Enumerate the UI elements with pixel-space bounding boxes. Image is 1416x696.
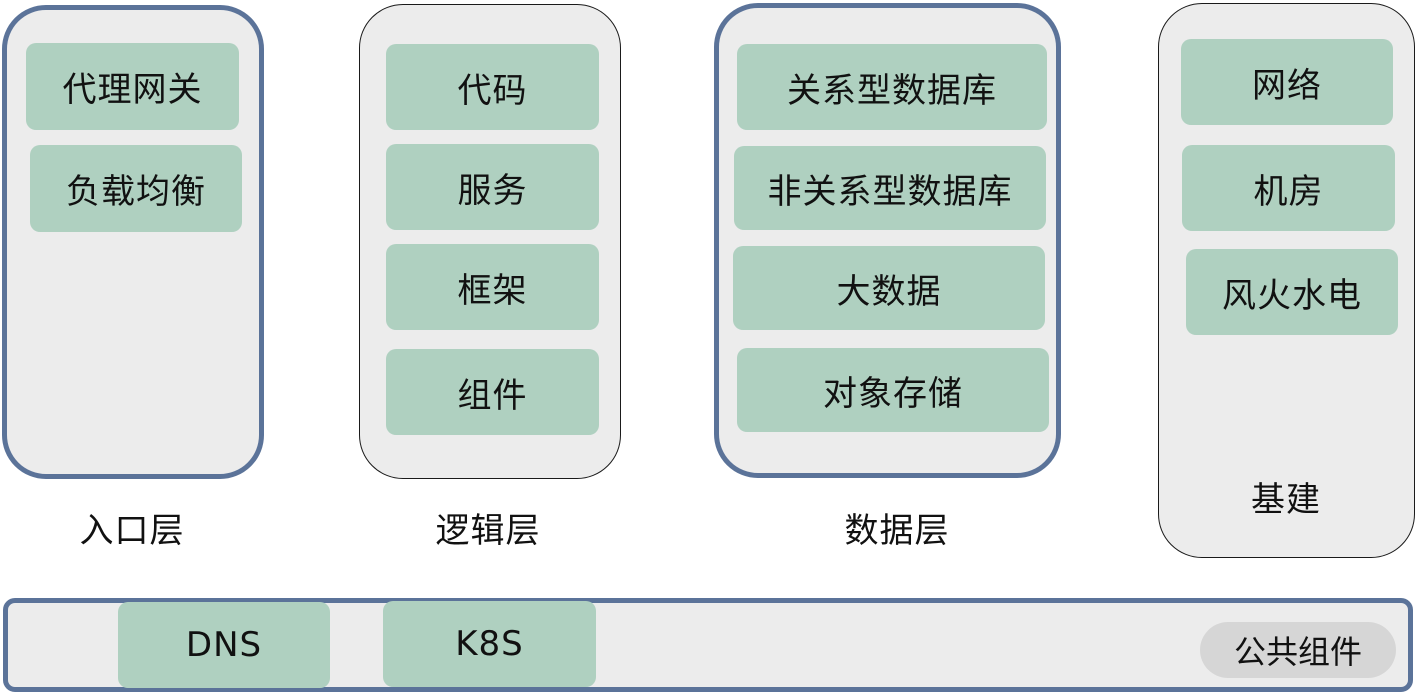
entry-layer-label: 入口层	[79, 511, 185, 551]
infra-layer-label: 基建	[1251, 480, 1321, 520]
entry-item-proxy-gateway: 代理网关	[26, 43, 239, 130]
common-components-label: 公共组件	[1200, 622, 1396, 678]
logic-item-code: 代码	[386, 44, 599, 130]
infra-item-datacenter: 机房	[1182, 145, 1395, 231]
logic-item-component: 组件	[386, 349, 599, 435]
logic-item-framework: 框架	[386, 244, 599, 330]
infra-item-network: 网络	[1181, 39, 1393, 125]
data-item-nosql-db: 非关系型数据库	[734, 146, 1046, 230]
infra-item-utilities: 风火水电	[1186, 249, 1398, 335]
logic-item-service: 服务	[386, 144, 599, 230]
data-layer-label: 数据层	[844, 511, 950, 551]
entry-item-load-balancer: 负载均衡	[30, 145, 242, 232]
data-item-relational-db: 关系型数据库	[737, 44, 1047, 130]
common-item-k8s: K8S	[383, 601, 596, 687]
logic-layer-label: 逻辑层	[435, 511, 541, 551]
data-item-big-data: 大数据	[733, 246, 1045, 330]
common-item-dns: DNS	[118, 602, 330, 688]
data-item-object-storage: 对象存储	[737, 348, 1049, 432]
